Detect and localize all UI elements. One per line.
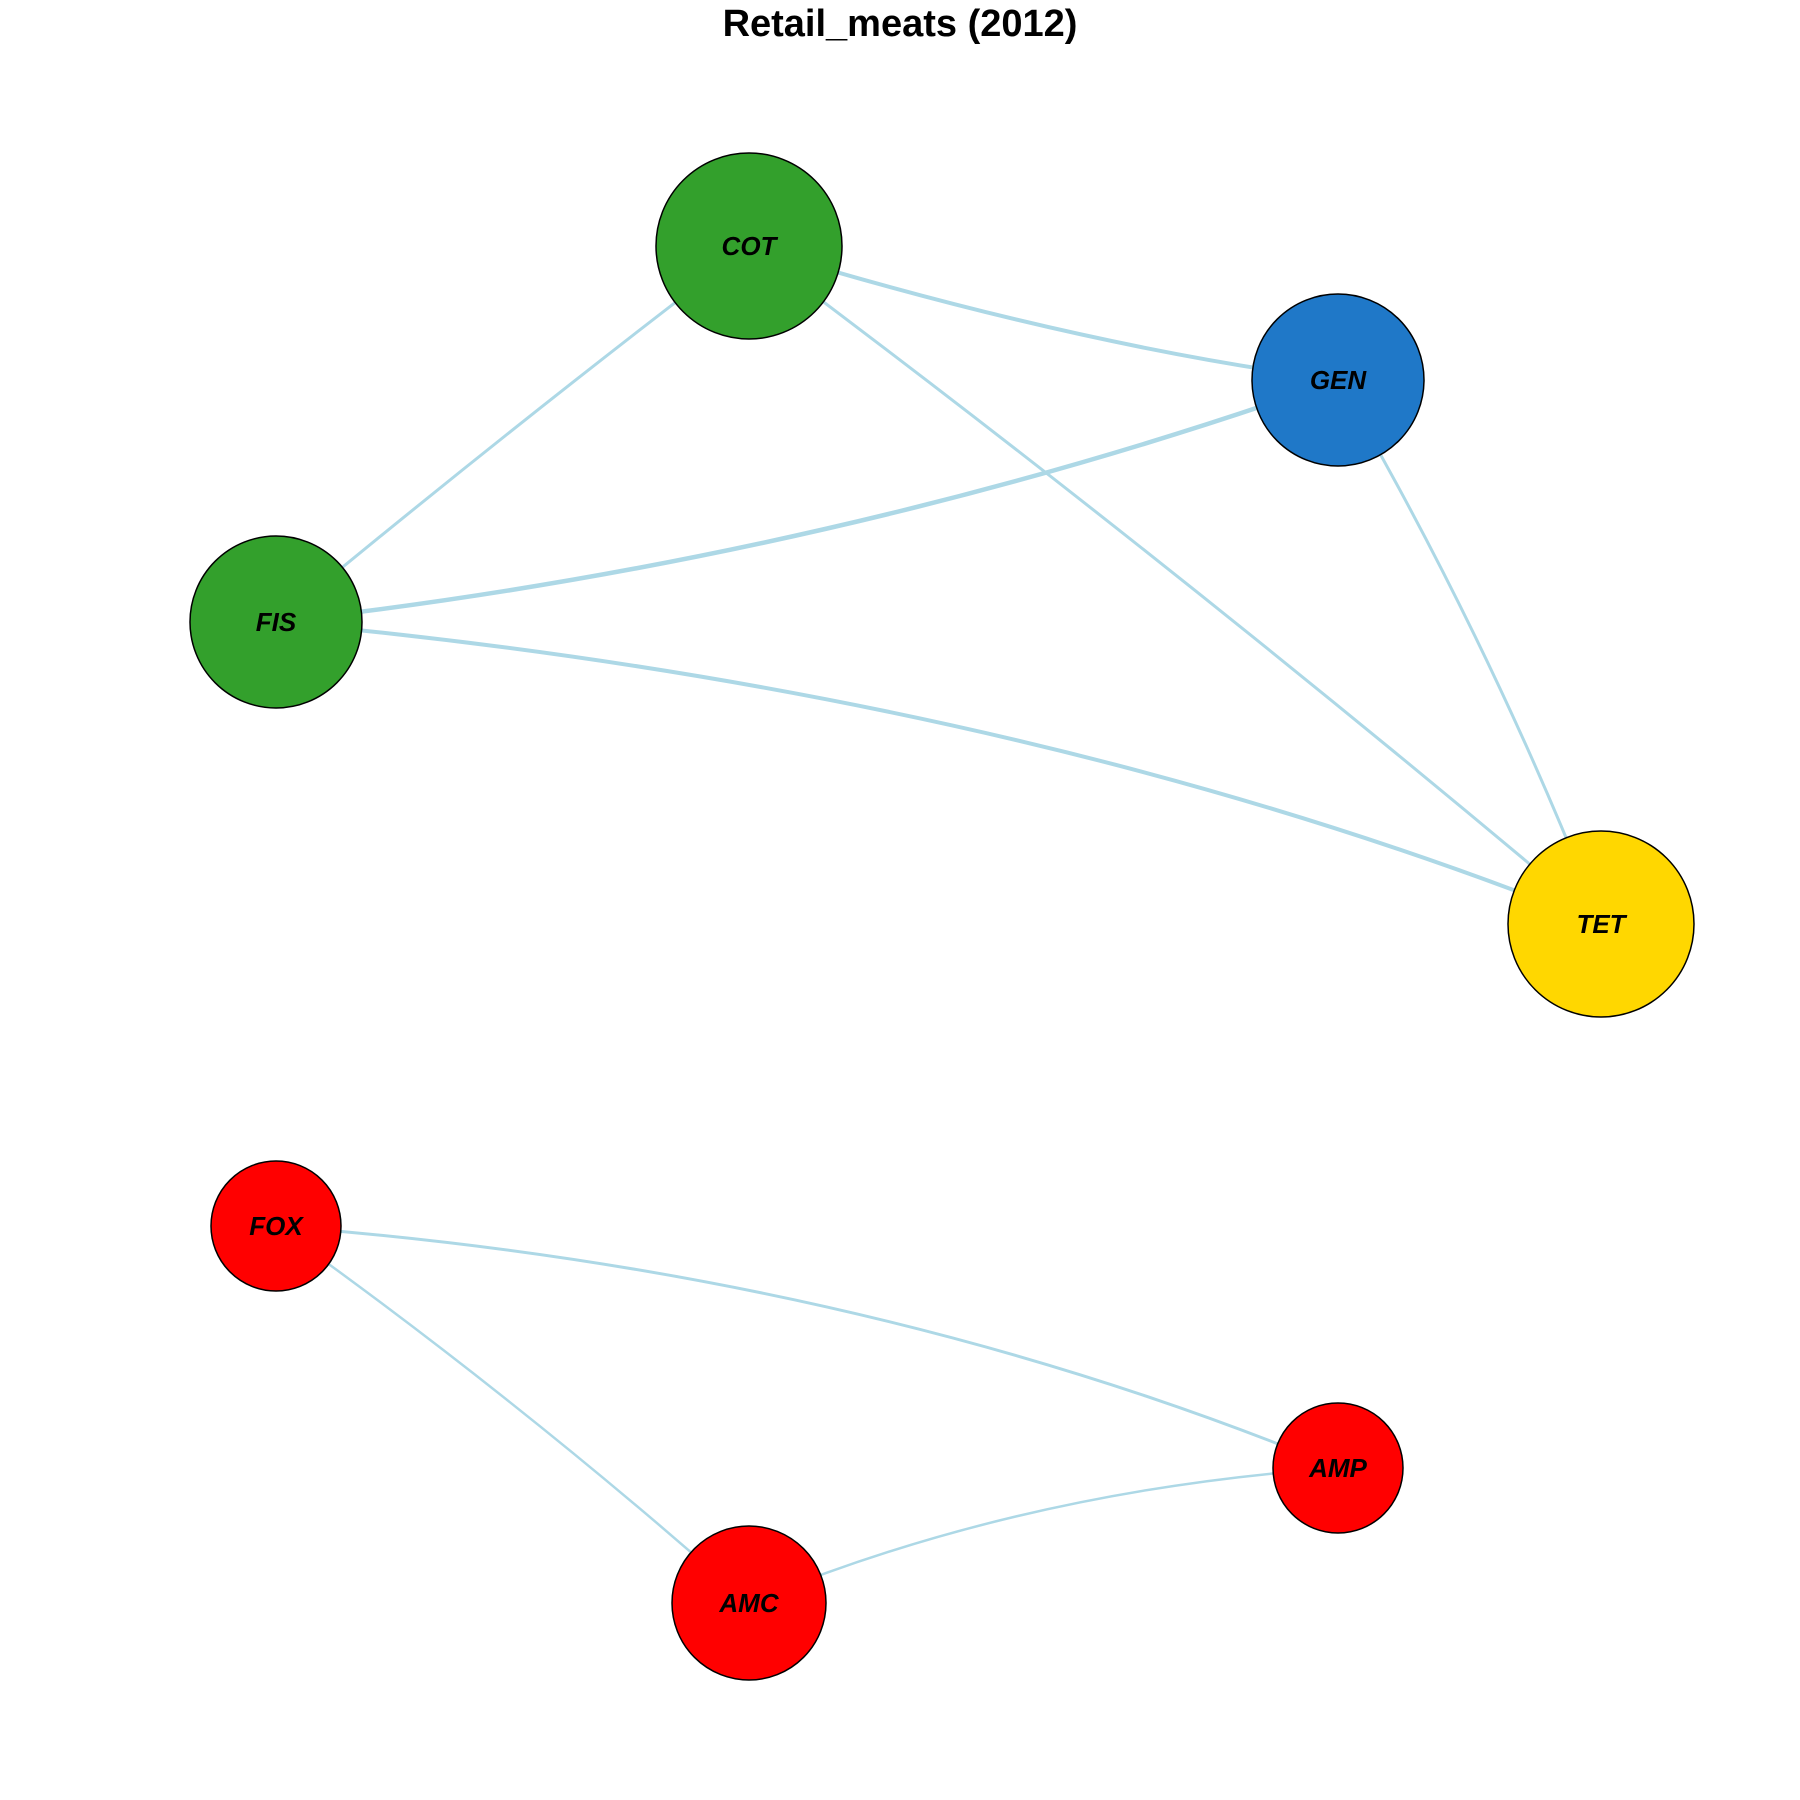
node-label-gen: GEN — [1310, 365, 1368, 395]
edge-fox-amc — [274, 1224, 751, 1605]
edge-fox-amp — [274, 1224, 1340, 1470]
node-fis: FIS — [189, 535, 363, 709]
node-label-amc: AMC — [718, 1588, 779, 1618]
node-cot: COT — [655, 152, 843, 340]
node-circle-amc — [671, 1525, 827, 1681]
node-tet: TET — [1507, 830, 1695, 1018]
node-gen: GEN — [1251, 293, 1425, 467]
chart-title: Retail_meats (2012) — [722, 3, 1078, 45]
edge-cot-tet — [747, 244, 1603, 926]
nodes-layer: COT GEN FIS TET FOX AMP AMC — [189, 152, 1695, 1681]
node-fox: FOX — [210, 1160, 342, 1292]
node-label-fox: FOX — [249, 1211, 304, 1241]
edges-layer — [273, 244, 1603, 1605]
node-circle-fis — [189, 535, 363, 709]
node-amp: AMP — [1272, 1402, 1404, 1534]
node-circle-tet — [1507, 830, 1695, 1018]
node-circle-cot — [655, 152, 843, 340]
node-label-fis: FIS — [256, 607, 297, 637]
node-circle-gen — [1251, 293, 1425, 467]
edge-fis-tet — [274, 620, 1603, 926]
node-label-cot: COT — [722, 231, 779, 261]
node-circle-amp — [1272, 1402, 1404, 1534]
edge-amc-amp — [747, 1466, 1340, 1605]
node-label-amp: AMP — [1308, 1453, 1367, 1483]
node-amc: AMC — [671, 1525, 827, 1681]
edge-gen-fis — [273, 377, 1341, 625]
node-circle-fox — [210, 1160, 342, 1292]
node-label-tet: TET — [1576, 909, 1627, 939]
